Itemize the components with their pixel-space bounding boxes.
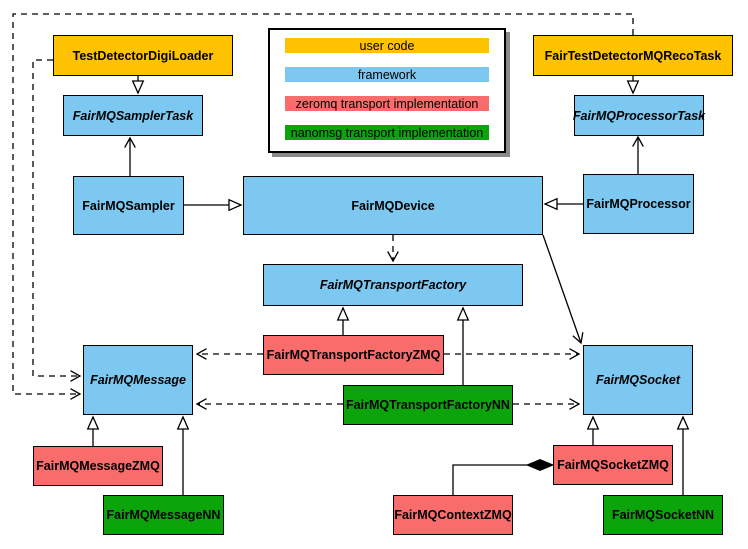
edge-contextzmq-socketzmq bbox=[452, 464, 528, 495]
edge-recotask-message bbox=[12, 13, 634, 400]
node-fairmqsocket: FairMQSocket bbox=[583, 345, 693, 415]
node-fairmqtransportfactory: FairMQTransportFactory bbox=[263, 264, 523, 306]
node-fairmqmessage: FairMQMessage bbox=[83, 345, 193, 415]
node-fairmqdevice: FairMQDevice bbox=[243, 176, 543, 235]
node-testdetectordigiloader: TestDetectorDigiLoader bbox=[53, 35, 233, 76]
legend-nanomsg: nanomsg transport implementation bbox=[285, 125, 489, 140]
legend-user-code: user code bbox=[285, 38, 489, 53]
legend: user code framework zeromq transport imp… bbox=[268, 28, 506, 153]
legend-zeromq: zeromq transport implementation bbox=[285, 96, 489, 111]
node-fairmqmessagezmq: FairMQMessageZMQ bbox=[33, 446, 163, 486]
node-fairmqmessagenn: FairMQMessageNN bbox=[103, 495, 224, 535]
node-fairmqsamplertask: FairMQSamplerTask bbox=[63, 95, 203, 136]
node-fairmqsocketnn: FairMQSocketNN bbox=[603, 495, 723, 535]
legend-framework: framework bbox=[285, 67, 489, 82]
composition-diamond bbox=[525, 458, 555, 472]
node-fairmqtransportfactoryzmq: FairMQTransportFactoryZMQ bbox=[263, 335, 444, 375]
node-fairmqsocketzmq: FairMQSocketZMQ bbox=[553, 445, 673, 485]
node-fairmqsampler: FairMQSampler bbox=[73, 176, 184, 235]
edge-device-socket bbox=[542, 234, 584, 345]
node-fairmqprocessor: FairMQProcessor bbox=[583, 174, 694, 234]
node-fairmqtransportfactorynn: FairMQTransportFactoryNN bbox=[343, 385, 513, 425]
node-fairmqcontextzmq: FairMQContextZMQ bbox=[393, 495, 513, 535]
edge-digiloader-message bbox=[32, 59, 82, 382]
node-fairmqprocessortask: FairMQProcessorTask bbox=[573, 95, 705, 136]
node-fairtestdetectormqrecotask: FairTestDetectorMQRecoTask bbox=[533, 35, 733, 76]
